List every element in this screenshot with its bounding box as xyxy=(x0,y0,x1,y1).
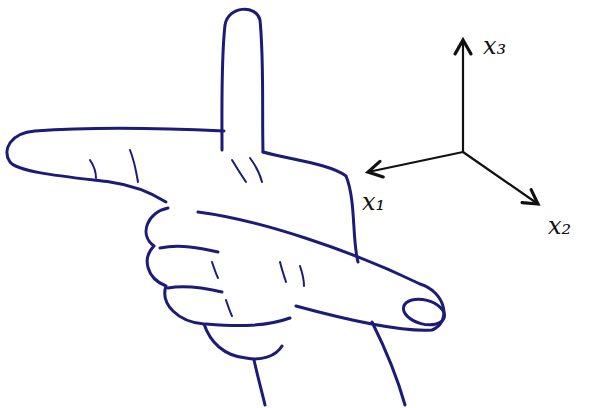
axis-label: x₁ xyxy=(362,190,385,214)
axes xyxy=(368,40,538,204)
axis-x1 xyxy=(368,152,463,172)
axis-x3 xyxy=(462,40,464,152)
axis-label: x₂ xyxy=(548,214,571,238)
axis-label: x₃ xyxy=(483,34,506,58)
hand xyxy=(7,9,447,405)
axis-x2 xyxy=(463,152,538,204)
